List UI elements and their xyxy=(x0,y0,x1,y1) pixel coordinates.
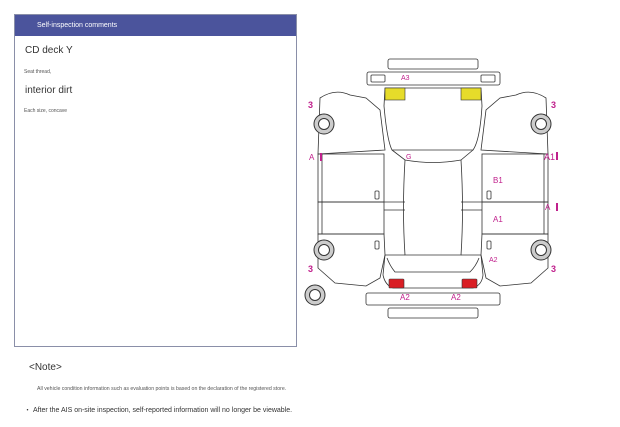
mark-3-top-right: 3 xyxy=(551,100,556,110)
mark-3-bottom-left: 3 xyxy=(308,264,313,274)
mark-g: G xyxy=(406,154,411,161)
headlight-left-marked xyxy=(384,87,406,101)
mark-a2-rear-right: A2 xyxy=(451,293,461,302)
note-text: All vehicle condition information such a… xyxy=(37,386,287,392)
comment-detail-2: Each size, concave xyxy=(24,108,68,114)
panel-header: Self-inspection comments xyxy=(15,15,296,36)
mark-a-right: A xyxy=(545,203,551,212)
mark-a1-rear: A1 xyxy=(493,215,503,224)
headlight-right-marked xyxy=(460,87,482,101)
self-inspection-panel: Self-inspection comments CD deck Y Seat … xyxy=(14,14,297,347)
comment-title-2: interior dirt xyxy=(25,85,73,96)
mark-3-bottom-right: 3 xyxy=(551,264,556,274)
mark-a3: A3 xyxy=(401,75,410,82)
mark-3-top-left: 3 xyxy=(308,100,313,110)
note-bullet: ・ After the AIS on-site inspection, self… xyxy=(24,407,293,414)
mark-a1-right: A1 xyxy=(544,152,555,162)
comment-title-1: CD deck Y xyxy=(25,45,73,56)
mark-a-left: A xyxy=(309,153,315,162)
mark-a2-right: A2 xyxy=(489,257,498,264)
mark-b1: B1 xyxy=(493,176,503,185)
note-title: <Note> xyxy=(29,362,62,373)
taillight-left-marked xyxy=(388,278,405,289)
taillight-right-marked xyxy=(461,278,478,289)
mark-a2-rear-left: A2 xyxy=(400,293,410,302)
comment-detail-1: Seat thread, xyxy=(24,69,52,75)
